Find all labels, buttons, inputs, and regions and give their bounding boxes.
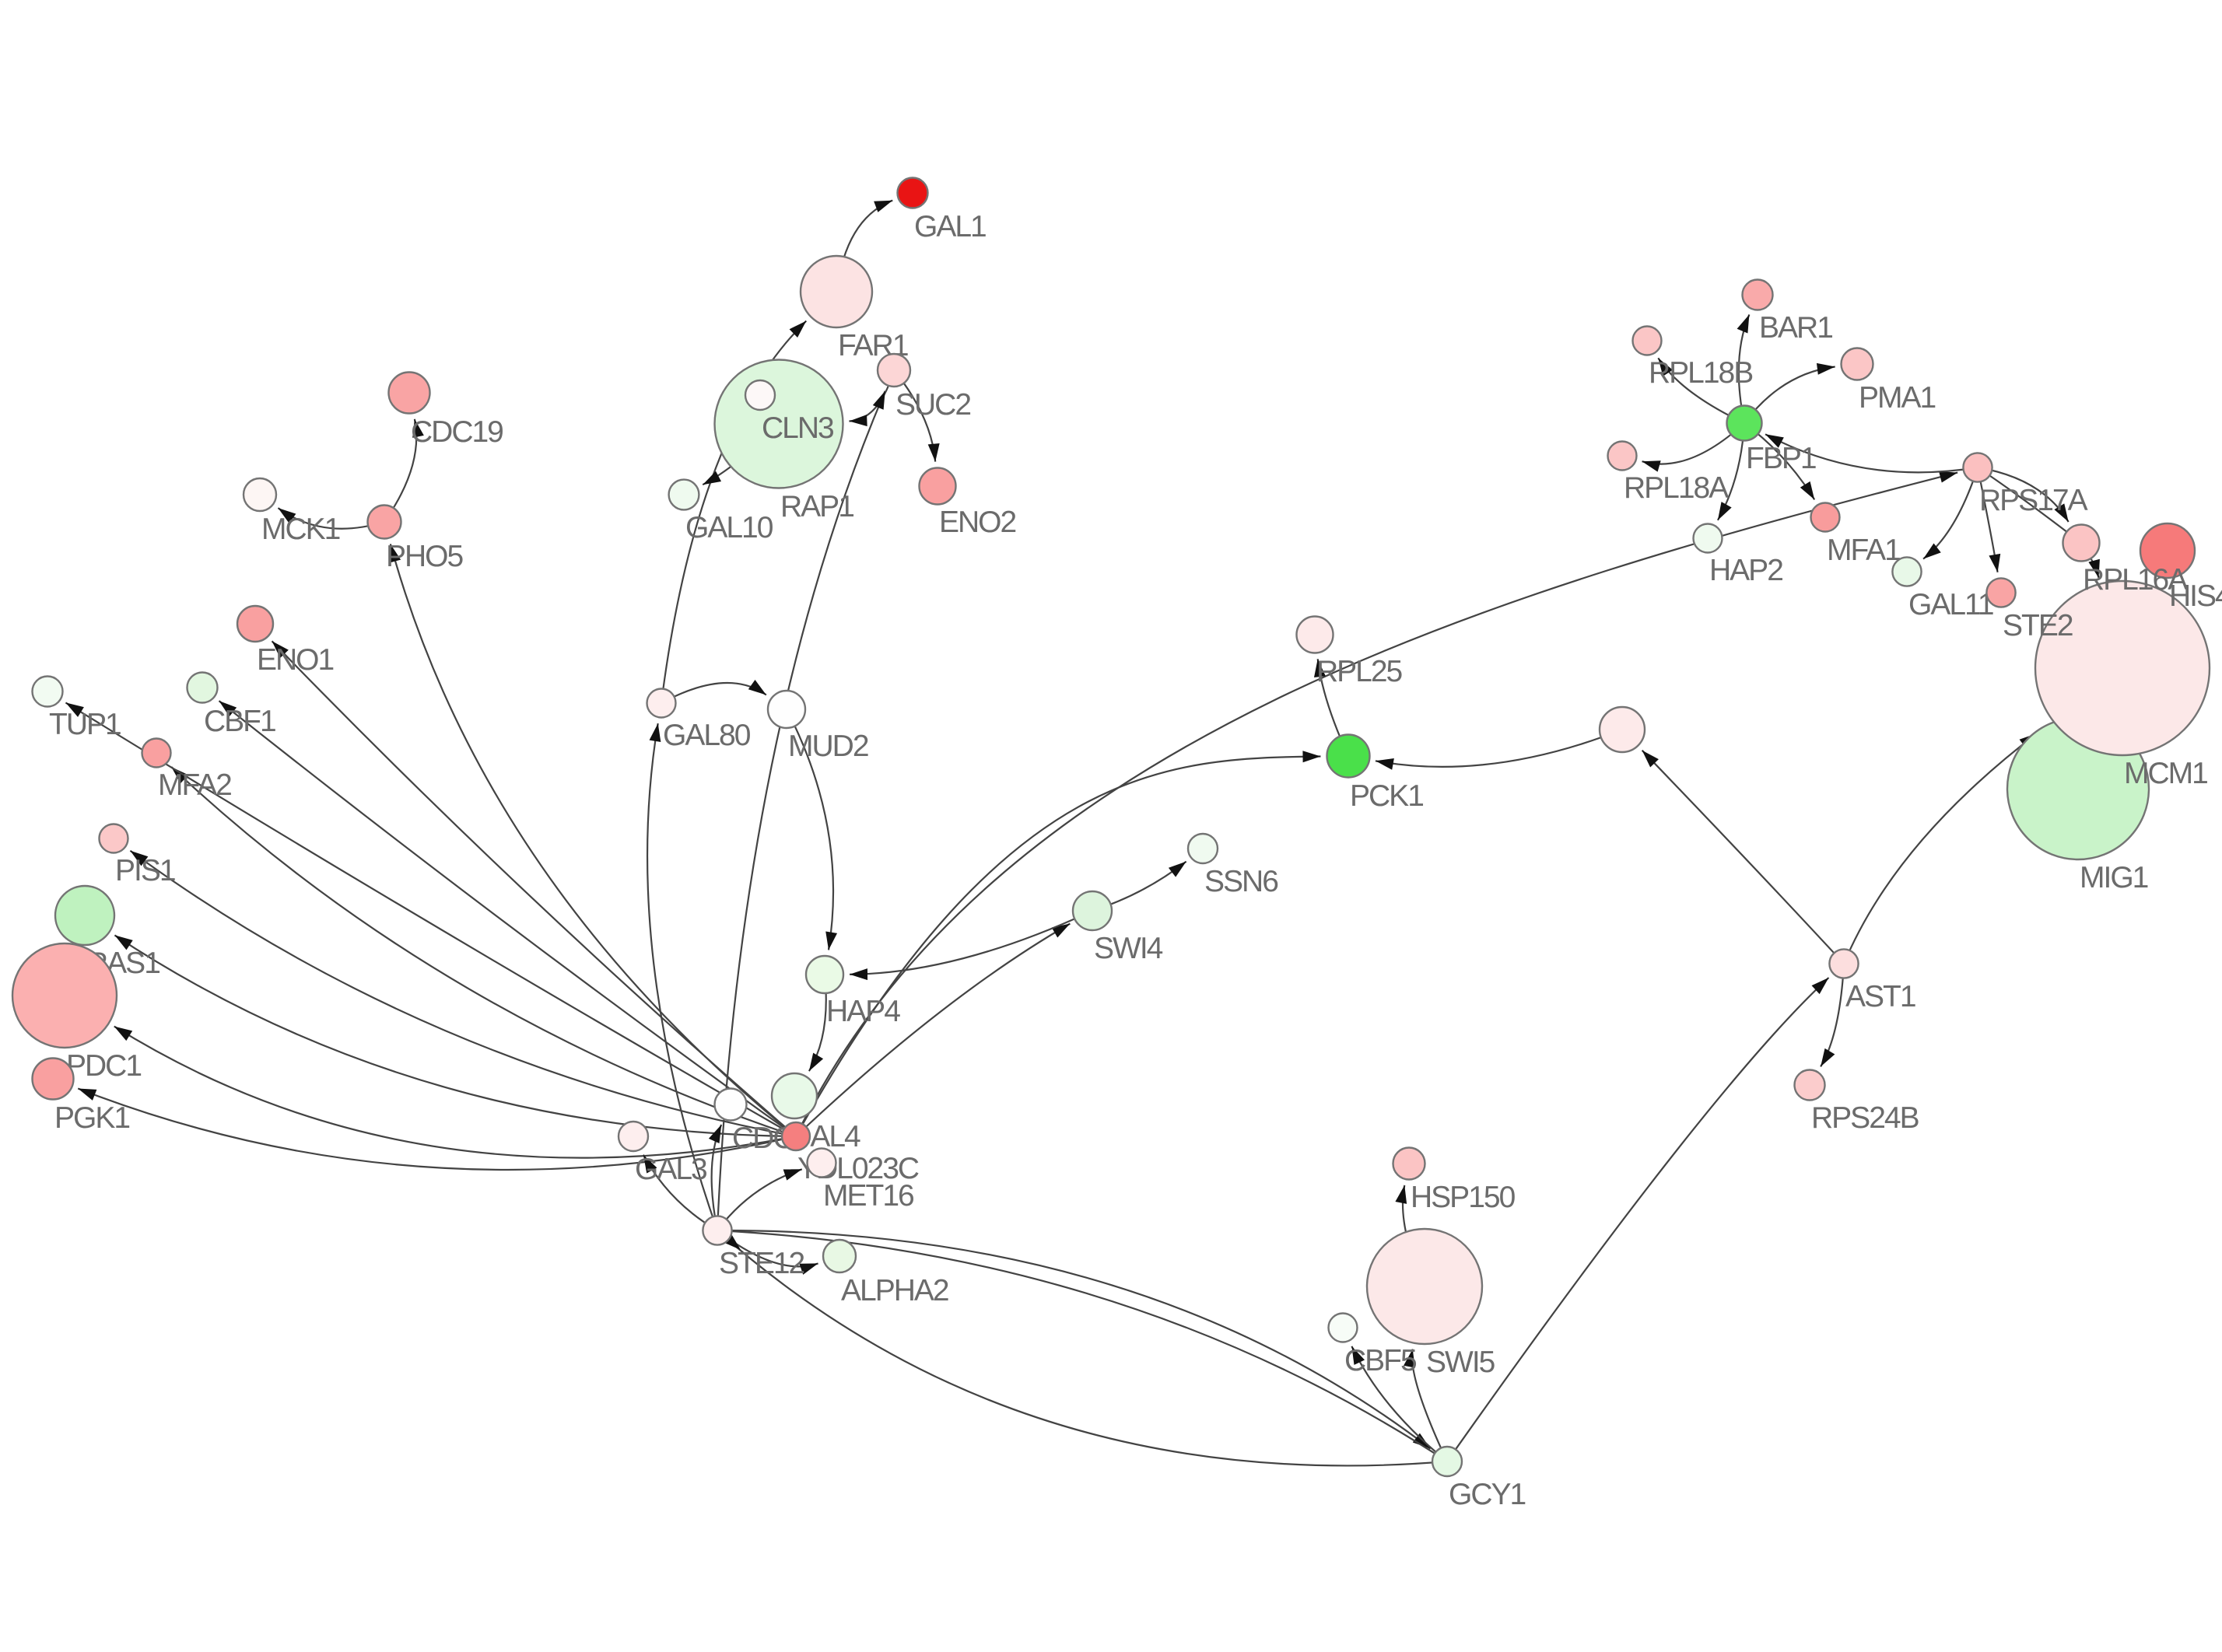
- svg-text:GAL11: GAL11: [1908, 588, 1993, 621]
- svg-text:SWI4: SWI4: [1094, 932, 1163, 965]
- svg-text:CBF5: CBF5: [1344, 1344, 1417, 1377]
- svg-text:PIS1: PIS1: [115, 854, 175, 887]
- svg-text:MFA2: MFA2: [158, 768, 231, 802]
- svg-text:RPL18B: RPL18B: [1649, 356, 1752, 390]
- svg-text:ENO1: ENO1: [257, 643, 334, 677]
- svg-text:ALPHA2: ALPHA2: [841, 1274, 948, 1307]
- svg-text:GAL80: GAL80: [663, 719, 751, 752]
- svg-text:MCK1: MCK1: [261, 513, 340, 546]
- svg-text:HSP150: HSP150: [1411, 1181, 1516, 1214]
- svg-text:FBP1: FBP1: [1746, 442, 1816, 475]
- svg-text:PDC1: PDC1: [66, 1049, 141, 1083]
- svg-text:GAL3: GAL3: [635, 1153, 706, 1186]
- svg-text:BAR1: BAR1: [1759, 311, 1832, 345]
- svg-text:MET16: MET16: [823, 1179, 913, 1213]
- svg-text:GAL10: GAL10: [685, 511, 773, 544]
- svg-text:MIG1: MIG1: [2080, 861, 2148, 894]
- svg-text:MUD2: MUD2: [788, 730, 868, 763]
- svg-text:AST1: AST1: [1845, 980, 1915, 1013]
- svg-text:PGK1: PGK1: [54, 1101, 129, 1135]
- svg-text:PCK1: PCK1: [1350, 779, 1423, 813]
- svg-text:TUP1: TUP1: [49, 708, 121, 741]
- svg-text:HIS4: HIS4: [2169, 579, 2222, 613]
- svg-text:HAP2: HAP2: [1709, 554, 1782, 587]
- svg-text:HAP4: HAP4: [826, 995, 900, 1028]
- svg-text:RAP1: RAP1: [780, 490, 853, 523]
- svg-text:RPS24B: RPS24B: [1811, 1101, 1919, 1135]
- svg-text:SSN6: SSN6: [1204, 865, 1277, 898]
- svg-text:SWI5: SWI5: [1426, 1346, 1495, 1379]
- svg-text:RPL25: RPL25: [1316, 655, 1403, 688]
- svg-text:STE12: STE12: [719, 1247, 804, 1280]
- svg-text:GCY1: GCY1: [1449, 1478, 1526, 1511]
- svg-text:SUC2: SUC2: [895, 388, 970, 422]
- svg-text:RPL16A: RPL16A: [2083, 563, 2188, 597]
- svg-text:PHO5: PHO5: [386, 540, 464, 573]
- svg-text:ENO2: ENO2: [939, 506, 1016, 539]
- svg-text:MCM1: MCM1: [2124, 757, 2207, 790]
- svg-text:PMA1: PMA1: [1859, 381, 1936, 415]
- svg-text:STE2: STE2: [2003, 609, 2073, 642]
- svg-text:RPL18A: RPL18A: [1624, 471, 1729, 505]
- svg-text:RPS17A: RPS17A: [1979, 484, 2088, 517]
- svg-text:MFA1: MFA1: [1827, 534, 1900, 567]
- svg-text:CLN3: CLN3: [762, 411, 833, 445]
- svg-text:CDC19: CDC19: [411, 415, 503, 449]
- svg-text:CBF1: CBF1: [204, 705, 275, 738]
- svg-text:GAL1: GAL1: [914, 210, 986, 243]
